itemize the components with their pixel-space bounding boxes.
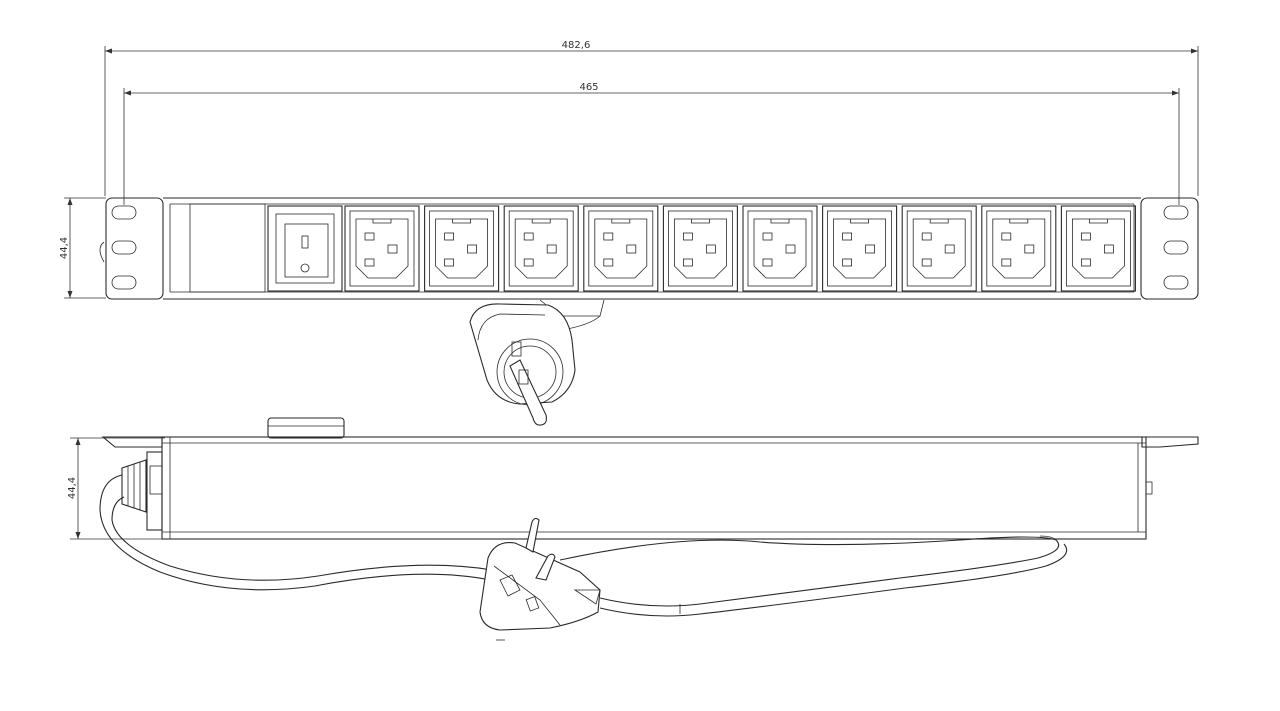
contact-slot: [603, 258, 614, 267]
earth-slot: [1104, 244, 1114, 254]
iec-outlet: [981, 205, 1057, 292]
dimension-side-height: 44,4: [67, 437, 165, 540]
contact-slot: [444, 232, 455, 241]
contact-slot: [762, 232, 773, 241]
iec-outlet: [344, 205, 420, 292]
contact-slot: [762, 258, 773, 267]
power-switch: [267, 205, 343, 292]
contact-slot: [921, 232, 932, 241]
contact-slot: [1001, 258, 1012, 267]
power-plug-side: [479, 517, 601, 641]
power-cable: [99, 474, 1068, 617]
side-view: [99, 417, 1199, 641]
contact-slot: [444, 258, 455, 267]
iec-outlet: [822, 205, 898, 292]
earth-slot: [944, 244, 955, 254]
dimension-inner-width: 465: [123, 82, 1180, 205]
iec-outlet: [583, 205, 659, 292]
contact-slot: [1081, 258, 1091, 267]
contact-slot: [921, 258, 932, 267]
contact-slot: [603, 232, 614, 241]
iec-outlet: [424, 205, 500, 292]
earth-slot: [626, 244, 637, 254]
right-flange: [1141, 436, 1199, 448]
front-view: [99, 197, 1199, 300]
dimension-front-height: 44,4: [59, 197, 106, 299]
dimension-inner-width-label: 465: [579, 82, 598, 93]
housing-front: [163, 197, 1141, 300]
contact-slot: [1081, 232, 1091, 241]
contact-slot: [683, 258, 693, 267]
iec-outlet: [662, 205, 738, 292]
outlets-row: [344, 205, 1136, 292]
power-plug-front: [469, 299, 605, 426]
contact-slot: [842, 232, 852, 241]
earth-slot: [546, 244, 557, 254]
contact-slot: [523, 258, 534, 267]
cable-gland: [121, 451, 163, 531]
left-flange: [101, 436, 163, 448]
contact-slot: [683, 232, 693, 241]
contact-slot: [364, 232, 375, 241]
dimension-front-height-label: 44,4: [59, 237, 70, 259]
earth-slot: [467, 244, 478, 254]
contact-slot: [842, 258, 852, 267]
right-mounting-bracket: [1140, 197, 1199, 300]
contact-slot: [1001, 232, 1012, 241]
contact-slot: [523, 232, 534, 241]
earth-slot: [785, 244, 796, 254]
housing-side: [161, 436, 1153, 540]
switch-profile: [267, 417, 345, 439]
earth-slot: [1024, 244, 1035, 254]
contact-slot: [364, 258, 375, 267]
left-mounting-bracket: [99, 197, 164, 300]
dimension-overall-width: 482,6: [104, 40, 1199, 196]
iec-outlet: [503, 205, 579, 292]
earth-slot: [706, 244, 716, 254]
dimension-side-height-label: 44,4: [67, 477, 78, 499]
iec-outlet: [742, 205, 818, 292]
dimension-overall-width-label: 482,6: [562, 40, 591, 51]
earth-slot: [865, 244, 875, 254]
iec-outlet: [1060, 205, 1136, 292]
iec-outlet: [901, 205, 977, 292]
earth-slot: [387, 244, 398, 254]
